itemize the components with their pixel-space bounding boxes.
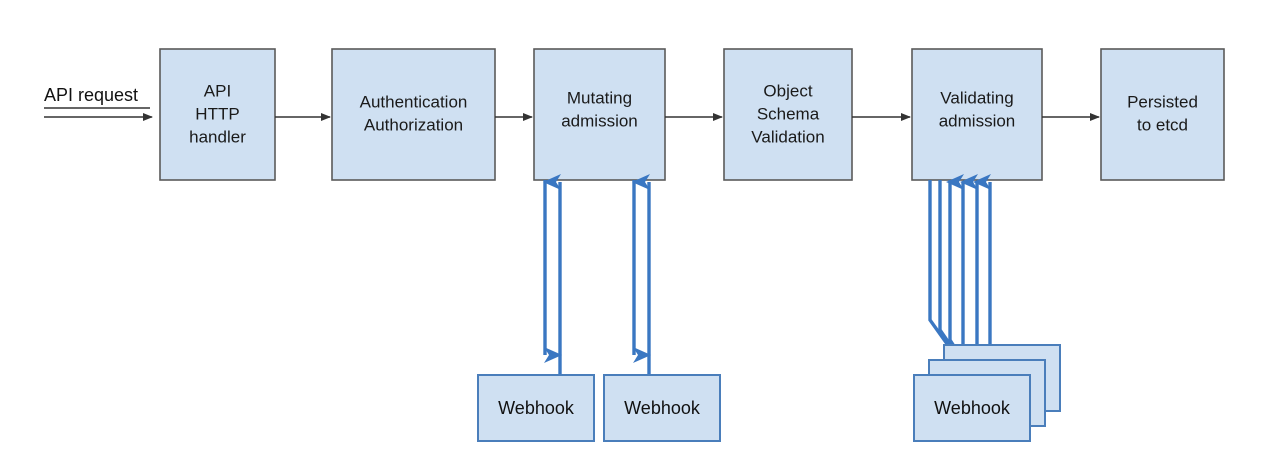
node-line: HTTP — [195, 104, 239, 123]
node-box — [533, 48, 666, 181]
entry-label: API request — [44, 85, 138, 105]
node-box — [331, 48, 496, 181]
mutating-webhook-1-connectors — [543, 174, 562, 375]
node-line: Object — [763, 81, 812, 100]
webhook-box — [477, 374, 595, 442]
node-persisted-to-etcd[interactable]: Persisted to etcd — [1100, 48, 1225, 181]
webhook-nodes: Webhook Webhook Webhook — [477, 344, 1061, 442]
webhook-label: Webhook — [624, 398, 701, 418]
entry-api-request: API request — [44, 85, 153, 121]
webhook-box-front — [913, 374, 1031, 442]
node-line: admission — [939, 111, 1016, 130]
node-line: to etcd — [1137, 115, 1188, 134]
call-arrow-down-stack-3 — [948, 180, 983, 376]
node-box — [1100, 48, 1225, 181]
node-line: Authorization — [364, 115, 463, 134]
node-line: API — [204, 81, 231, 100]
node-api-http-handler[interactable]: API HTTP handler — [159, 48, 276, 181]
node-line: Persisted — [1127, 92, 1198, 111]
webhook-box — [603, 374, 721, 442]
call-arrow-down-stack-1 — [928, 180, 969, 363]
webhook-box-mutating-2[interactable]: Webhook — [603, 374, 721, 442]
webhook-label: Webhook — [498, 398, 575, 418]
node-line: admission — [561, 111, 638, 130]
node-line: Mutating — [567, 88, 632, 107]
node-line: handler — [189, 127, 246, 146]
webhook-label: Webhook — [934, 398, 1011, 418]
node-object-schema-validation[interactable]: Object Schema Validation — [723, 48, 853, 181]
node-box — [723, 48, 853, 181]
node-validating-admission[interactable]: Validating admission — [911, 48, 1043, 181]
node-box — [911, 48, 1043, 181]
node-line: Authentication — [360, 92, 468, 111]
node-line: Schema — [757, 104, 820, 123]
node-mutating-admission[interactable]: Mutating admission — [533, 48, 666, 181]
webhook-box-validating-stack[interactable]: Webhook — [913, 344, 1061, 442]
node-authentication-authorization[interactable]: Authentication Authorization — [331, 48, 496, 181]
node-box — [159, 48, 276, 181]
webhook-box-mutating-1[interactable]: Webhook — [477, 374, 595, 442]
node-line: Validation — [751, 127, 824, 146]
node-line: Validating — [940, 88, 1013, 107]
mutating-webhook-2-connectors — [632, 174, 651, 375]
pipeline-nodes: API HTTP handler Authentication Authoriz… — [159, 48, 1225, 181]
